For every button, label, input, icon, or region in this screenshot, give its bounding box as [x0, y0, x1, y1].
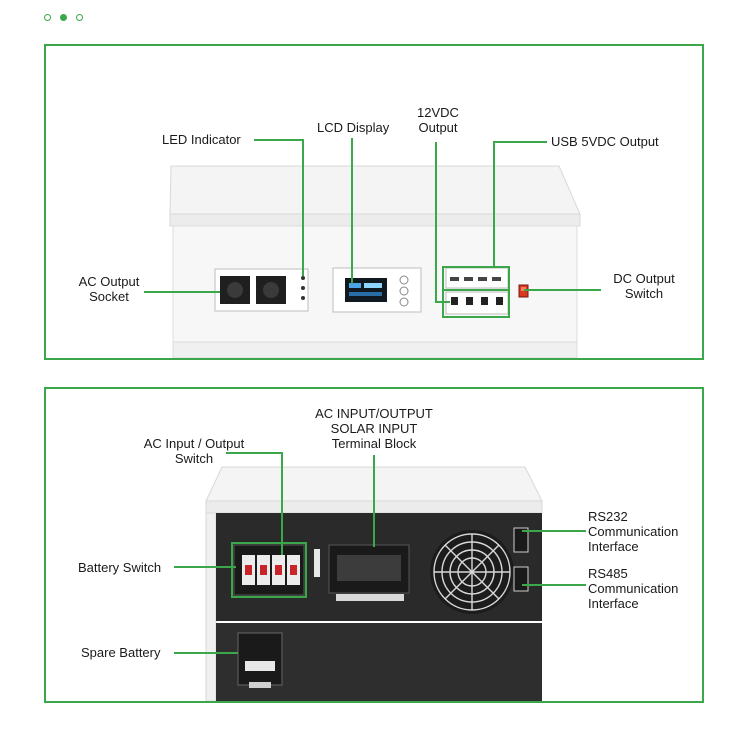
label-battery-switch: Battery Switch	[78, 560, 162, 575]
back-unit-illustration	[174, 452, 586, 701]
carousel-dot-1[interactable]	[44, 14, 51, 21]
label-lcd-display: LCD Display	[317, 120, 390, 135]
label-12vdc-output: 12VDC Output	[417, 105, 459, 135]
led-1	[301, 276, 305, 280]
front-unit-illustration	[144, 138, 601, 358]
label-spare-battery: Spare Battery	[81, 645, 161, 660]
label-dc-output-switch: DC Output Switch	[613, 271, 675, 301]
carousel-dots	[44, 14, 83, 21]
label-led-indicator: LED Indicator	[162, 132, 241, 147]
label-rs485-interface: RS485 Communication Interface	[588, 566, 679, 611]
led-3	[301, 296, 305, 300]
breaker-toggle-1	[245, 565, 252, 575]
lcd-button-1	[399, 275, 409, 285]
lcd-button-2	[399, 286, 409, 296]
label-rs232-interface: RS232 Communication Interface	[588, 509, 679, 554]
breaker-toggle-4	[290, 565, 297, 575]
front-panel-diagram: LED Indicator LCD Display 12VDC Output U…	[44, 44, 704, 360]
carousel-dot-2[interactable]	[60, 14, 67, 21]
led-2	[301, 286, 305, 290]
rs232-port	[513, 527, 529, 553]
rs485-port	[513, 566, 529, 592]
label-terminal-block: AC INPUT/OUTPUT SOLAR INPUT Terminal Blo…	[315, 406, 433, 451]
cabinet-top	[169, 165, 581, 215]
carousel-dot-3[interactable]	[76, 14, 83, 21]
spare-battery-connector	[237, 632, 283, 686]
back-panel-diagram: AC INPUT/OUTPUT SOLAR INPUT Terminal Blo…	[44, 387, 704, 703]
lcd-button-3	[399, 297, 409, 307]
highlight-box	[231, 542, 307, 598]
highlight-boxes	[442, 266, 510, 318]
label-ac-input-output-switch: AC Input / Output Switch	[143, 436, 245, 466]
label-ac-output-socket: AC Output Socket	[78, 274, 140, 304]
label-usb-5vdc-output: USB 5VDC Output	[551, 134, 659, 149]
breaker-toggle-3	[275, 565, 282, 575]
breaker-toggle-2	[260, 565, 267, 575]
